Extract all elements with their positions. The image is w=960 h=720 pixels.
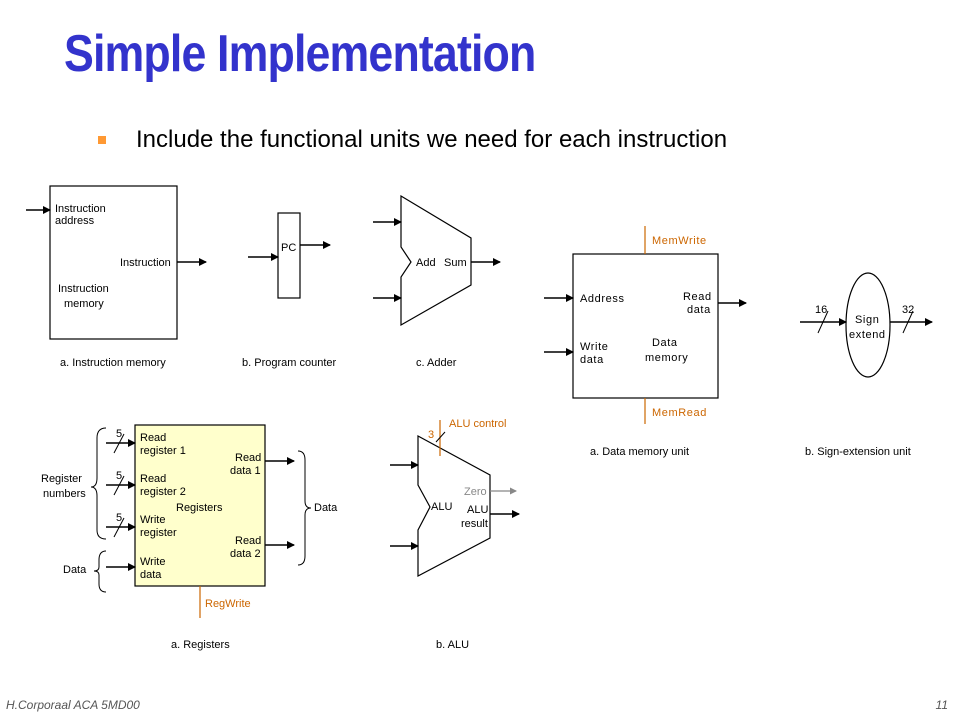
- imem-input-label-1: Instruction: [55, 203, 106, 215]
- sign-extend-out-width: 32: [902, 304, 914, 316]
- register-numbers-brace: [90, 427, 107, 540]
- sign-extend-caption: b. Sign-extension unit: [805, 446, 911, 458]
- memwrite-label: MemWrite: [652, 235, 707, 247]
- read-data-2-label-b: data 2: [230, 548, 261, 560]
- read-register-2-label-b: register 2: [140, 486, 186, 498]
- dmem-read-label-1: Read: [683, 291, 712, 303]
- adder-add-label: Add: [416, 257, 436, 269]
- register-numbers-label-2: numbers: [43, 488, 86, 500]
- footer-author: H.Corporaal ACA 5MD00: [6, 698, 140, 712]
- dmem-name-2: memory: [645, 352, 688, 364]
- sign-extend-name-1: Sign: [855, 314, 879, 326]
- read-register-1-label-b: register 1: [140, 445, 186, 457]
- dmem-name-1: Data: [652, 337, 678, 349]
- register-file-box: [134, 424, 266, 587]
- read-register-2-label-a: Read: [140, 473, 166, 485]
- write-register-label-a: Write: [140, 514, 165, 526]
- read-register-1-label-a: Read: [140, 432, 166, 444]
- adder-unit: Add Sum c. Adder: [373, 194, 501, 369]
- alu-result-label-2: result: [461, 518, 488, 530]
- imem-name-1: Instruction: [58, 283, 109, 295]
- dmem-read-label-2: data: [687, 304, 711, 316]
- dmem-write-label-2: data: [580, 354, 604, 366]
- read-data-1-label-a: Read: [235, 452, 261, 464]
- alu-control-bus-slash: [435, 431, 446, 443]
- sign-extend-in-width: 16: [815, 304, 827, 316]
- bus-width-1: 5: [116, 428, 122, 440]
- pc-label: PC: [281, 242, 296, 254]
- data-memory-unit: MemWrite Address Read data Data memory W…: [544, 226, 747, 458]
- read-data-2-label-a: Read: [235, 535, 261, 547]
- dmem-write-label-1: Write: [580, 341, 608, 353]
- alu-zero-label: Zero: [464, 486, 487, 498]
- write-data-label-a: Write: [140, 556, 165, 568]
- imem-caption: a. Instruction memory: [60, 357, 166, 369]
- slide-title: Simple Implementation: [64, 25, 536, 83]
- register-numbers-label-1: Register: [41, 473, 82, 485]
- page-number: 11: [935, 698, 948, 712]
- adder-sum-label: Sum: [444, 257, 467, 269]
- sign-extend-name-2: extend: [849, 329, 886, 341]
- bullet-text: Include the functional units we need for…: [136, 126, 728, 153]
- register-data-out-label: Data: [314, 502, 338, 514]
- bullet-square-icon: [98, 136, 106, 144]
- imem-input-label-2: address: [55, 215, 95, 227]
- write-register-label-b: register: [140, 527, 177, 539]
- bus-slash-icon: [113, 433, 125, 454]
- registers-caption: a. Registers: [171, 639, 230, 651]
- pc-caption: b. Program counter: [242, 357, 336, 369]
- alu-control-width: 3: [428, 429, 434, 441]
- imem-output-label: Instruction: [120, 257, 171, 269]
- bus-width-2: 5: [116, 470, 122, 482]
- write-data-label-b: data: [140, 569, 162, 581]
- dmem-caption: a. Data memory unit: [590, 446, 689, 458]
- alu-caption: b. ALU: [436, 639, 469, 651]
- instruction-memory-unit: Instruction address Instruction Instruct…: [26, 185, 207, 369]
- adder-caption: c. Adder: [416, 357, 457, 369]
- data-input-brace: [93, 550, 107, 593]
- register-file-name: Registers: [176, 502, 223, 514]
- sign-extend-output-bus-slash: [902, 310, 914, 334]
- program-counter-unit: PC b. Program counter: [242, 212, 336, 369]
- data-output-brace: [297, 450, 312, 566]
- bus-slash-icon: [113, 475, 125, 496]
- bus-width-3: 5: [116, 512, 122, 524]
- read-data-1-label-b: data 1: [230, 465, 261, 477]
- alu-control-label: ALU control: [449, 418, 506, 430]
- memread-label: MemRead: [652, 407, 707, 419]
- imem-name-2: memory: [64, 298, 104, 310]
- alu-result-label-1: ALU: [467, 504, 488, 516]
- pc-register-box: [277, 212, 301, 299]
- bullet-item: Include the functional units we need for…: [98, 126, 727, 154]
- register-data-in-label: Data: [63, 564, 87, 576]
- alu-name: ALU: [431, 501, 452, 513]
- bus-slash-icon: [113, 517, 125, 538]
- data-memory-box: [572, 253, 719, 399]
- instruction-memory-box: [49, 185, 178, 340]
- register-file-unit: 5 5 5 Register numbers Data Read registe…: [41, 424, 338, 651]
- alu-unit: 3 ALU control ALU Zero ALU result b. ALU: [390, 418, 520, 651]
- sign-extend-input-bus-slash: [817, 310, 829, 334]
- regwrite-label: RegWrite: [205, 598, 251, 610]
- dmem-address-label: Address: [580, 293, 625, 305]
- alu-shape: [417, 434, 491, 577]
- sign-extend-unit: 16 32 Sign extend b. Sign-extension unit: [800, 272, 933, 458]
